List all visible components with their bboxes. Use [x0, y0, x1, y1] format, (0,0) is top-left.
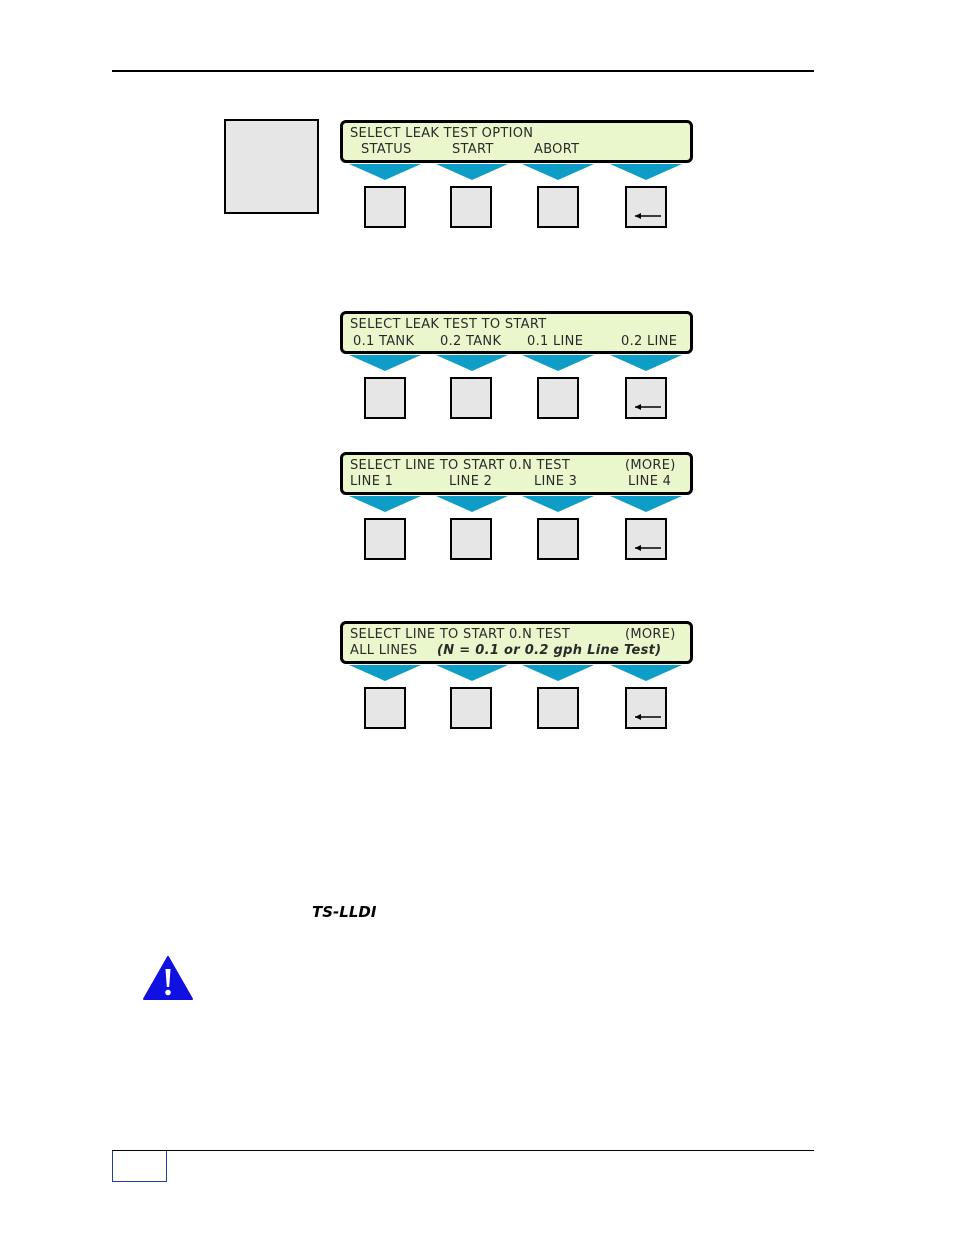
softkey-label-start: START — [452, 142, 494, 157]
softkey-1-button[interactable] — [364, 186, 406, 228]
softkey-label-0-2-tank: 0.2 TANK — [440, 334, 502, 349]
softkey-arrow — [610, 496, 682, 512]
softkey-arrow — [349, 665, 421, 681]
enter-button[interactable] — [625, 518, 667, 560]
softkey-1-button[interactable] — [364, 518, 406, 560]
softkey-arrow — [349, 355, 421, 371]
lcd-line1: SELECT LINE TO START 0.N TEST — [350, 458, 571, 473]
softkey-arrow — [436, 355, 508, 371]
softkey-3-button[interactable] — [537, 518, 579, 560]
softkey-label-line-4: LINE 4 — [628, 474, 672, 489]
softkey-3-button[interactable] — [537, 186, 579, 228]
softkey-arrow — [349, 164, 421, 180]
softkey-arrow — [610, 355, 682, 371]
test-note: (N = 0.1 or 0.2 gph Line Test) — [437, 643, 662, 658]
lcd-display-select-all-lines: SELECT LINE TO START 0.N TEST (MORE) ALL… — [340, 621, 693, 664]
model-label: TS-LLDI — [312, 903, 377, 921]
warning-icon — [143, 956, 193, 1000]
enter-arrow-icon — [635, 213, 661, 219]
enter-arrow-icon — [635, 545, 661, 551]
lcd-display-leak-test-start: SELECT LEAK TEST TO START 0.1 TANK 0.2 T… — [340, 311, 693, 354]
softkey-arrow — [610, 164, 682, 180]
softkey-arrow — [436, 665, 508, 681]
enter-button[interactable] — [625, 186, 667, 228]
softkey-1-button[interactable] — [364, 687, 406, 729]
softkey-2-button[interactable] — [450, 186, 492, 228]
lcd-line1: SELECT LEAK TEST TO START — [350, 317, 547, 332]
lcd-display-select-line: SELECT LINE TO START 0.N TEST (MORE) LIN… — [340, 452, 693, 495]
softkey-2-button[interactable] — [450, 518, 492, 560]
softkey-label-all-lines: ALL LINES — [350, 643, 418, 658]
lcd-display-leak-test-option: SELECT LEAK TEST OPTION STATUS START ABO… — [340, 120, 693, 163]
softkey-arrow — [436, 164, 508, 180]
softkey-arrow — [522, 496, 594, 512]
side-panel-box — [224, 119, 319, 214]
softkey-label-abort: ABORT — [534, 142, 580, 157]
page-number-box — [112, 1151, 167, 1182]
softkey-3-button[interactable] — [537, 377, 579, 419]
softkey-label-status: STATUS — [361, 142, 412, 157]
softkey-label-line-2: LINE 2 — [449, 474, 493, 489]
softkey-label-line-1: LINE 1 — [350, 474, 394, 489]
softkey-arrow — [522, 665, 594, 681]
enter-arrow-icon — [635, 404, 661, 410]
softkey-3-button[interactable] — [537, 687, 579, 729]
softkey-label-0-1-line: 0.1 LINE — [527, 334, 584, 349]
lcd-line1: SELECT LINE TO START 0.N TEST — [350, 627, 571, 642]
enter-button[interactable] — [625, 377, 667, 419]
top-rule — [112, 70, 814, 72]
softkey-2-button[interactable] — [450, 377, 492, 419]
softkey-label-0-1-tank: 0.1 TANK — [353, 334, 415, 349]
softkey-arrow — [522, 164, 594, 180]
enter-arrow-icon — [635, 714, 661, 720]
softkey-arrow — [610, 665, 682, 681]
softkey-label-0-2-line: 0.2 LINE — [621, 334, 678, 349]
bottom-rule — [112, 1150, 814, 1151]
softkey-arrow — [349, 496, 421, 512]
softkey-2-button[interactable] — [450, 687, 492, 729]
lcd-line1: SELECT LEAK TEST OPTION — [350, 126, 534, 141]
softkey-arrow — [522, 355, 594, 371]
enter-button[interactable] — [625, 687, 667, 729]
more-indicator: (MORE) — [625, 458, 676, 473]
more-indicator: (MORE) — [625, 627, 676, 642]
softkey-label-line-3: LINE 3 — [534, 474, 578, 489]
softkey-1-button[interactable] — [364, 377, 406, 419]
softkey-arrow — [436, 496, 508, 512]
